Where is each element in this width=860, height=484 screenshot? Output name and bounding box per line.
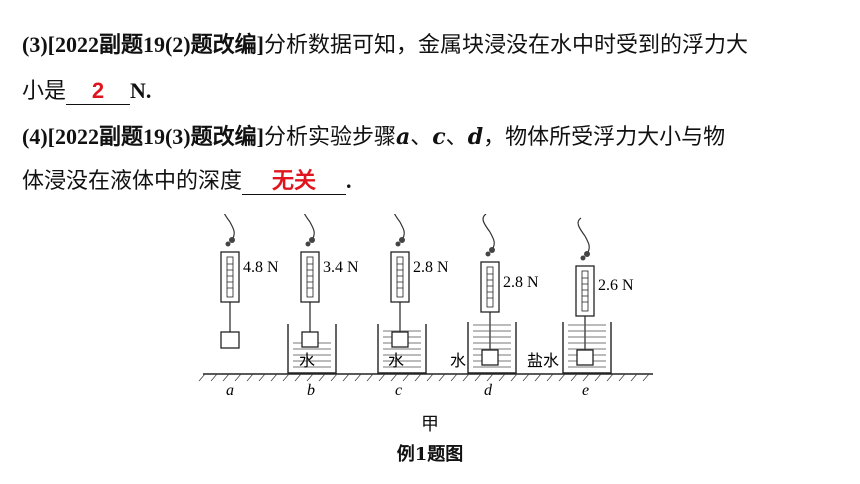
metal-block <box>220 331 240 349</box>
table-hatching <box>198 373 650 382</box>
step-a-ref: a <box>395 124 411 150</box>
beaker <box>377 324 427 374</box>
metal-block <box>301 331 319 348</box>
beaker <box>467 322 517 374</box>
question-4-text-b: ，物体所受浮力大小与物 <box>483 125 726 150</box>
answer-3: 2 <box>91 78 105 103</box>
liquid-e: 盐水 <box>527 351 559 370</box>
setup-b <box>287 214 337 374</box>
setup-e <box>562 217 612 374</box>
question-4-text-2: 体浸没在液体中的深度 <box>22 169 243 194</box>
question-3-text: 分析数据可知，金属块浸没在水中时受到的浮力大 <box>263 33 748 58</box>
answer-blank-4[interactable]: 无关 <box>242 169 347 195</box>
setup-a <box>220 214 240 349</box>
reading-d: 2.8 N <box>503 274 539 291</box>
step-labels: a b c d e <box>226 382 589 399</box>
reading-c: 2.8 N <box>413 259 449 276</box>
metal-block <box>576 349 594 366</box>
reading-e: 2.6 N <box>598 277 634 294</box>
unit-n: N. <box>130 78 152 103</box>
step-c-ref: c <box>432 124 446 150</box>
separator: 、 <box>445 125 468 150</box>
liquid-b: 水 <box>299 351 315 370</box>
question-4-text-a: 分析实验步骤 <box>263 125 396 150</box>
answer-4: 无关 <box>272 169 317 194</box>
reading-b: 3.4 N <box>323 259 359 276</box>
question-4-tag: (4)[2022副题19(3)题改编] <box>22 124 264 149</box>
period: . <box>346 168 352 193</box>
question-4-line-1: (4)[2022副题19(3)题改编]分析实验步骤a、c、d，物体所受浮力大小与… <box>22 122 725 153</box>
setup-c <box>377 214 427 374</box>
figure-caption: 例1题图 <box>396 444 464 465</box>
separator: 、 <box>410 125 433 150</box>
liquid-d: 水 <box>450 351 466 370</box>
beaker <box>287 324 337 374</box>
question-3-tag: (3)[2022副题19(2)题改编] <box>22 32 264 57</box>
liquid-c: 水 <box>388 351 404 370</box>
question-3-line-2: 小是 2 N. <box>22 76 151 107</box>
question-3-line-1: (3)[2022副题19(2)题改编]分析数据可知，金属块浸没在水中时受到的浮力… <box>22 30 748 61</box>
question-3-text-2: 小是 <box>22 79 67 104</box>
step-d-ref: d <box>467 124 484 150</box>
metal-block <box>391 331 409 348</box>
question-4-line-2: 体浸没在液体中的深度 无关. <box>22 166 352 197</box>
beaker <box>562 322 612 374</box>
reading-a: 4.8 N <box>243 259 279 276</box>
step-label-d: d <box>484 382 493 399</box>
figure-sub-caption: 甲 <box>421 414 439 435</box>
answer-blank-3[interactable]: 2 <box>66 78 131 105</box>
metal-block <box>481 349 499 366</box>
experiment-figure: 4.8 N 3.4 N 水 2.8 N 水 2.8 N 水 <box>198 214 653 399</box>
step-label-c: c <box>395 382 402 399</box>
step-label-e: e <box>582 382 589 399</box>
step-label-a: a <box>226 382 234 399</box>
step-label-b: b <box>307 382 315 399</box>
setup-d <box>467 214 517 374</box>
